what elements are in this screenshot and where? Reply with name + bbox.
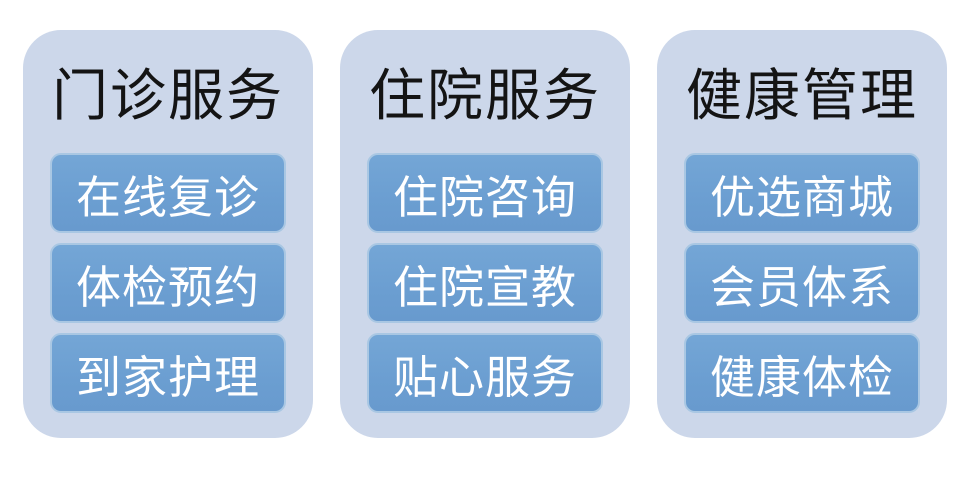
panel-inpatient-services: 住院服务 住院咨询 住院宣教 贴心服务	[340, 30, 630, 438]
panel-title-health-management: 健康管理	[686, 66, 918, 128]
service-button-membership-system[interactable]: 会员体系	[684, 243, 920, 323]
button-stack-inpatient: 住院咨询 住院宣教 贴心服务	[367, 153, 603, 413]
service-button-caring-service[interactable]: 贴心服务	[367, 333, 603, 413]
button-stack-outpatient: 在线复诊 体检预约 到家护理	[50, 153, 286, 413]
panel-title-outpatient: 门诊服务	[52, 66, 284, 128]
service-button-preferred-mall[interactable]: 优选商城	[684, 153, 920, 233]
button-stack-health-management: 优选商城 会员体系 健康体检	[684, 153, 920, 413]
panel-outpatient-services: 门诊服务 在线复诊 体检预约 到家护理	[23, 30, 313, 438]
service-button-home-nursing[interactable]: 到家护理	[50, 333, 286, 413]
service-button-hospitalization-consult[interactable]: 住院咨询	[367, 153, 603, 233]
service-button-online-followup[interactable]: 在线复诊	[50, 153, 286, 233]
service-button-health-checkup[interactable]: 健康体检	[684, 333, 920, 413]
service-button-checkup-appointment[interactable]: 体检预约	[50, 243, 286, 323]
service-button-hospitalization-education[interactable]: 住院宣教	[367, 243, 603, 323]
panel-title-inpatient: 住院服务	[369, 66, 601, 128]
panel-health-management: 健康管理 优选商城 会员体系 健康体检	[657, 30, 947, 438]
service-panels: 门诊服务 在线复诊 体检预约 到家护理 住院服务 住院咨询 住院宣教 贴心服务 …	[23, 30, 947, 438]
